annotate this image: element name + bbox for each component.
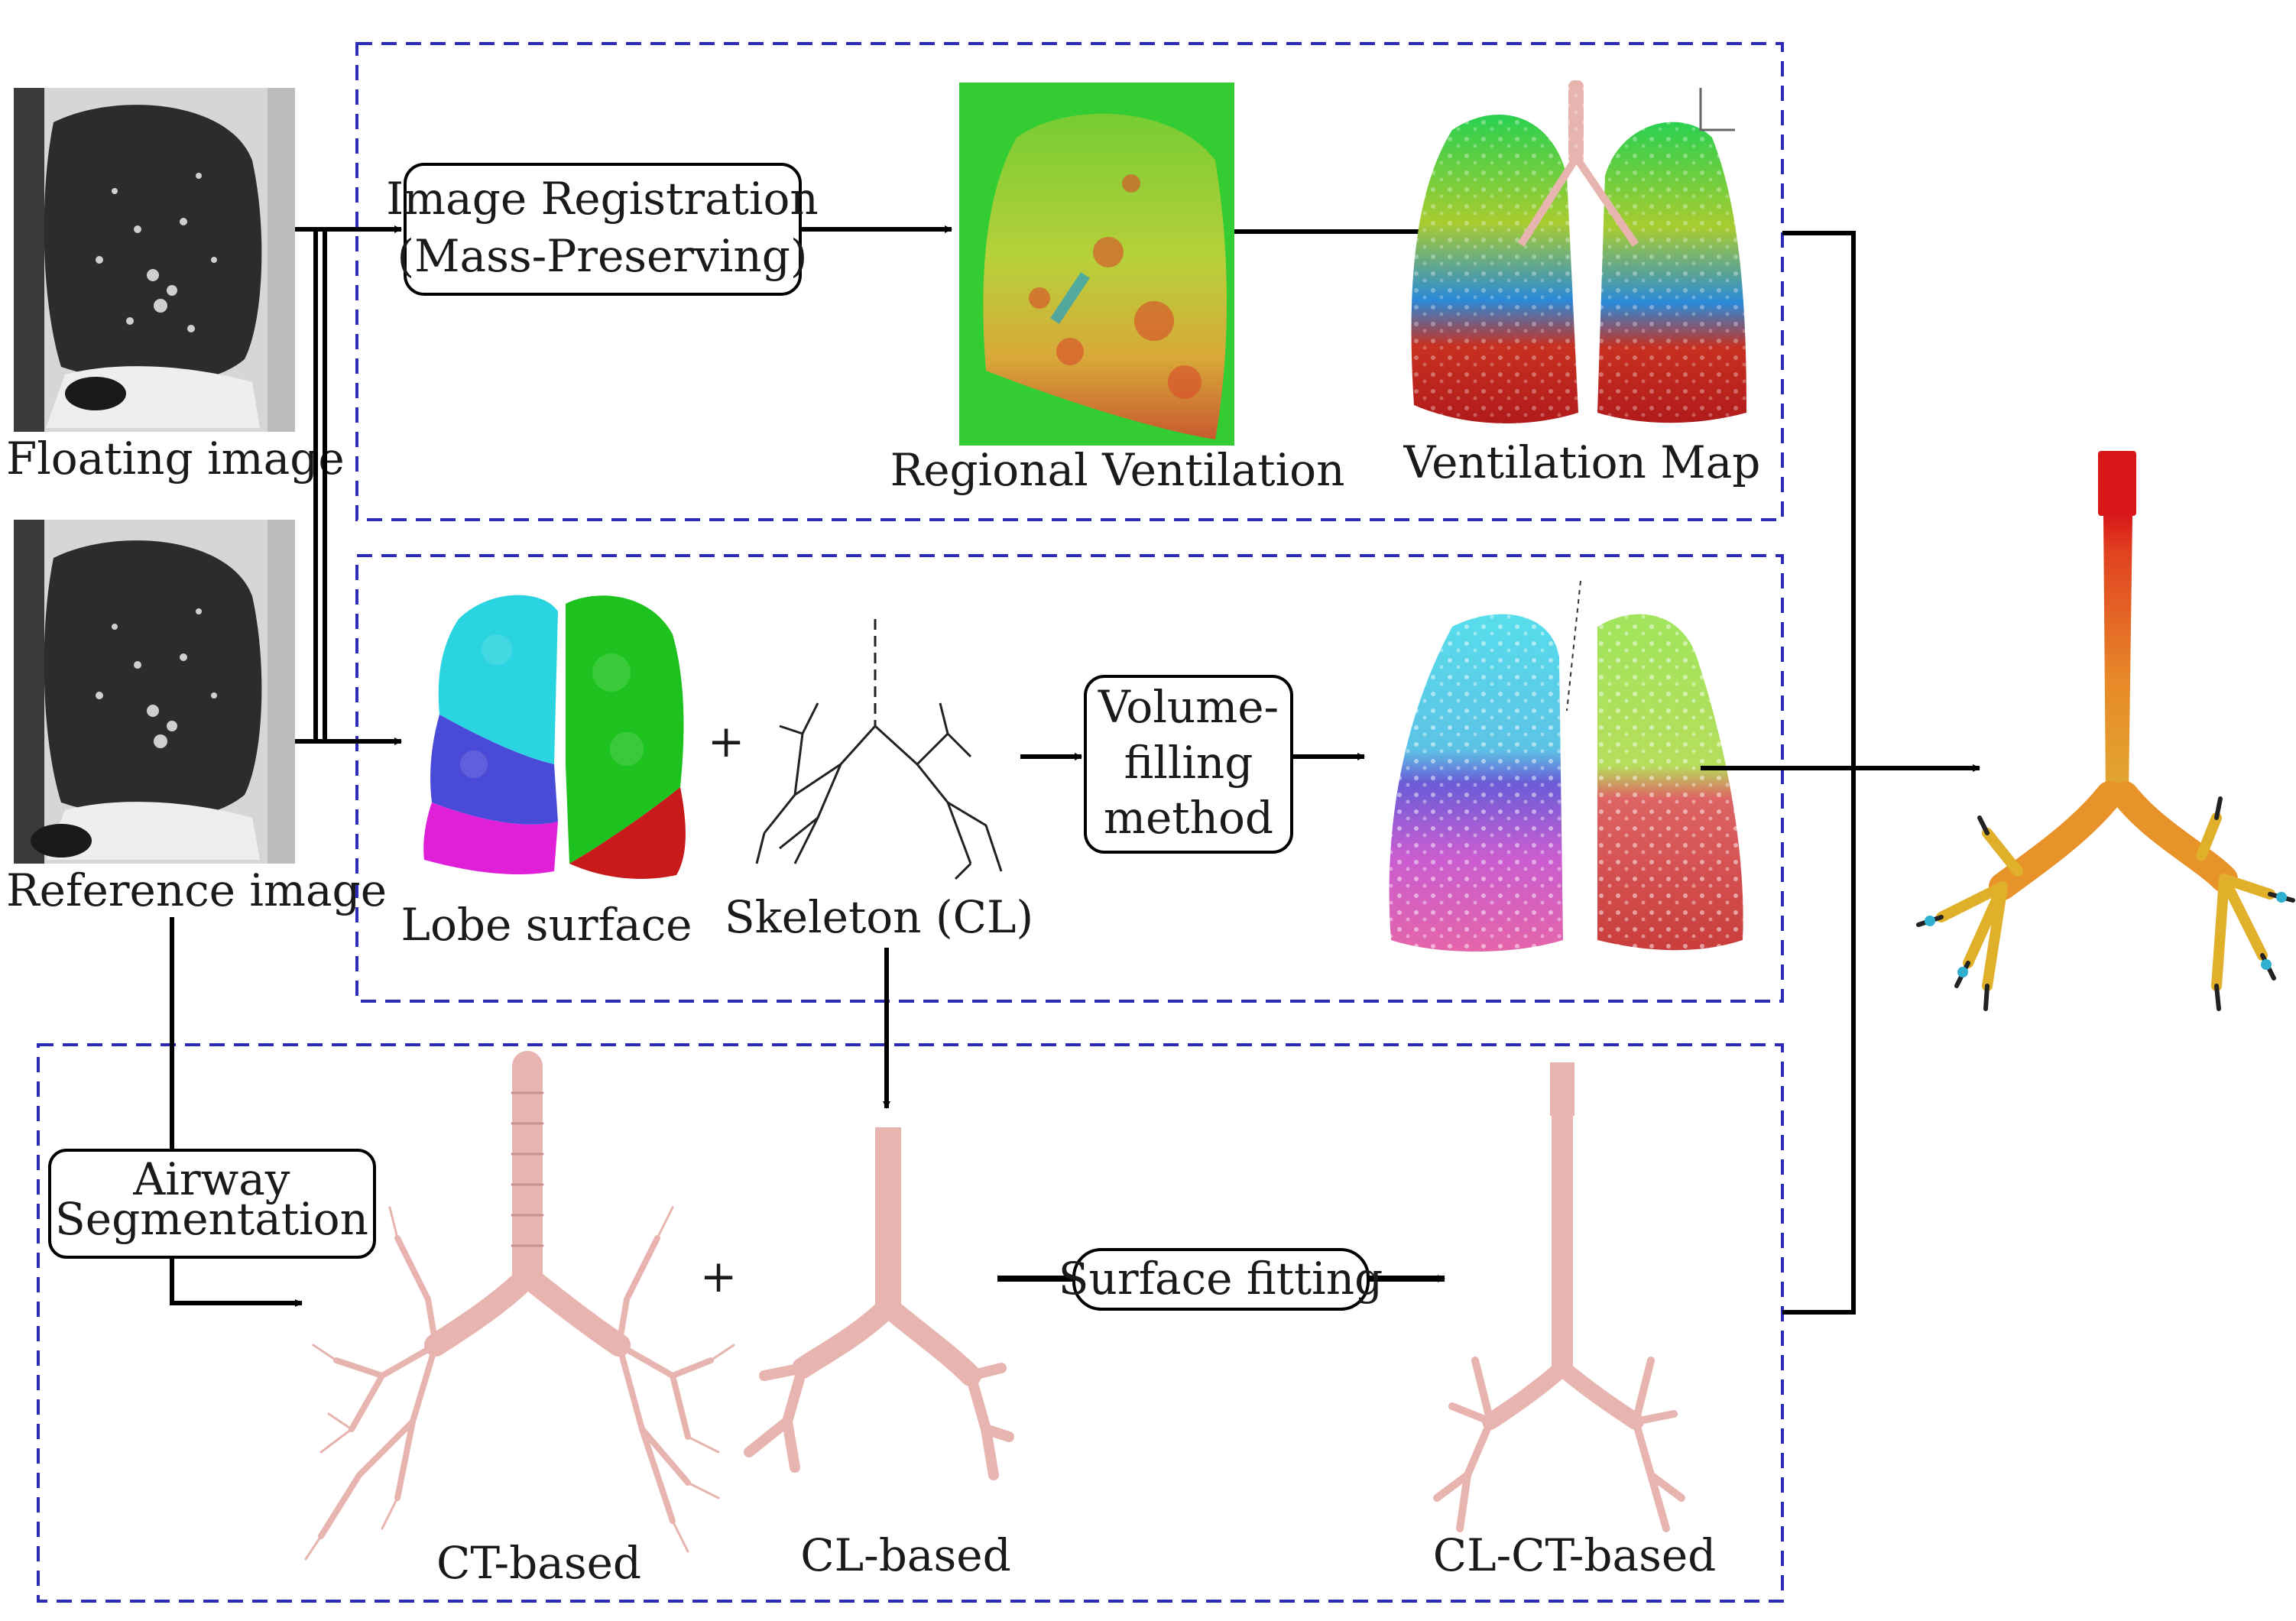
ventilation-map-image: [1411, 76, 1746, 436]
volume-filling-line3: method: [1104, 792, 1273, 844]
connectors-right: [1701, 231, 1980, 1315]
volume-filling-line1: Volume-: [1098, 681, 1279, 733]
reference-ct-image: [14, 520, 295, 864]
frame-lobes: [355, 554, 1784, 1003]
reference-image-label: Reference image: [6, 864, 387, 916]
lobe-surface-image: [423, 595, 686, 879]
regional-ventilation-image: [959, 83, 1234, 446]
volume-filling-line2: filling: [1124, 737, 1253, 789]
floating-image-label: Floating image: [6, 433, 345, 485]
surface-fitting-label: Surface fitting: [1059, 1253, 1383, 1305]
ct-based-airway: [304, 1051, 735, 1561]
airway-segmentation-box: [48, 1149, 376, 1259]
floating-ct-image: [14, 88, 295, 432]
ct-based-label: CT-based: [436, 1537, 641, 1589]
final-airway-model: [1916, 451, 2295, 1011]
cl-ct-based-airway: [1433, 1062, 1685, 1532]
surface-fitting-box: [1072, 1248, 1370, 1311]
frame-ventilation: [355, 42, 1784, 521]
cl-ct-based-label: CL-CT-based: [1433, 1529, 1717, 1581]
skeleton-label: Skeleton (CL): [725, 891, 1033, 943]
image-registration-line2: (Mass-Preserving): [397, 230, 807, 282]
ventilation-map-label: Ventilation Map: [1403, 436, 1761, 488]
cl-based-label: CL-based: [800, 1529, 1010, 1581]
plus-sign-2: +: [700, 1250, 738, 1302]
connectors-left: [170, 225, 402, 1307]
lobe-surface-label: Lobe surface: [401, 899, 692, 951]
volume-filling-box: [1084, 675, 1293, 854]
point-cloud-image: [1383, 580, 1750, 963]
plus-sign-1: +: [708, 715, 745, 767]
image-registration-line1: Image Registration: [386, 173, 819, 225]
regional-ventilation-label: Regional Ventilation: [890, 444, 1345, 496]
airway-segmentation-line2: Segmentation: [55, 1193, 368, 1245]
skeleton-image: [755, 619, 1003, 880]
cl-based-airway: [744, 1127, 1014, 1480]
airway-segmentation-line1: Airway: [132, 1153, 290, 1205]
